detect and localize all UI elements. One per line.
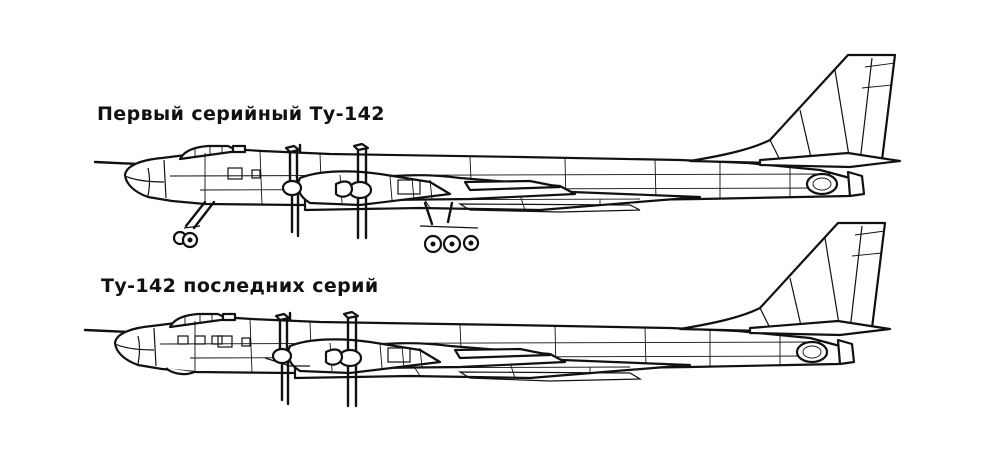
aircraft-first-serial <box>93 53 902 254</box>
caption-first-serial: Первый серийный Ту-142 <box>97 103 385 125</box>
caption-late-series: Ту-142 последних серий <box>101 275 379 297</box>
aircraft-late-series <box>83 221 892 408</box>
